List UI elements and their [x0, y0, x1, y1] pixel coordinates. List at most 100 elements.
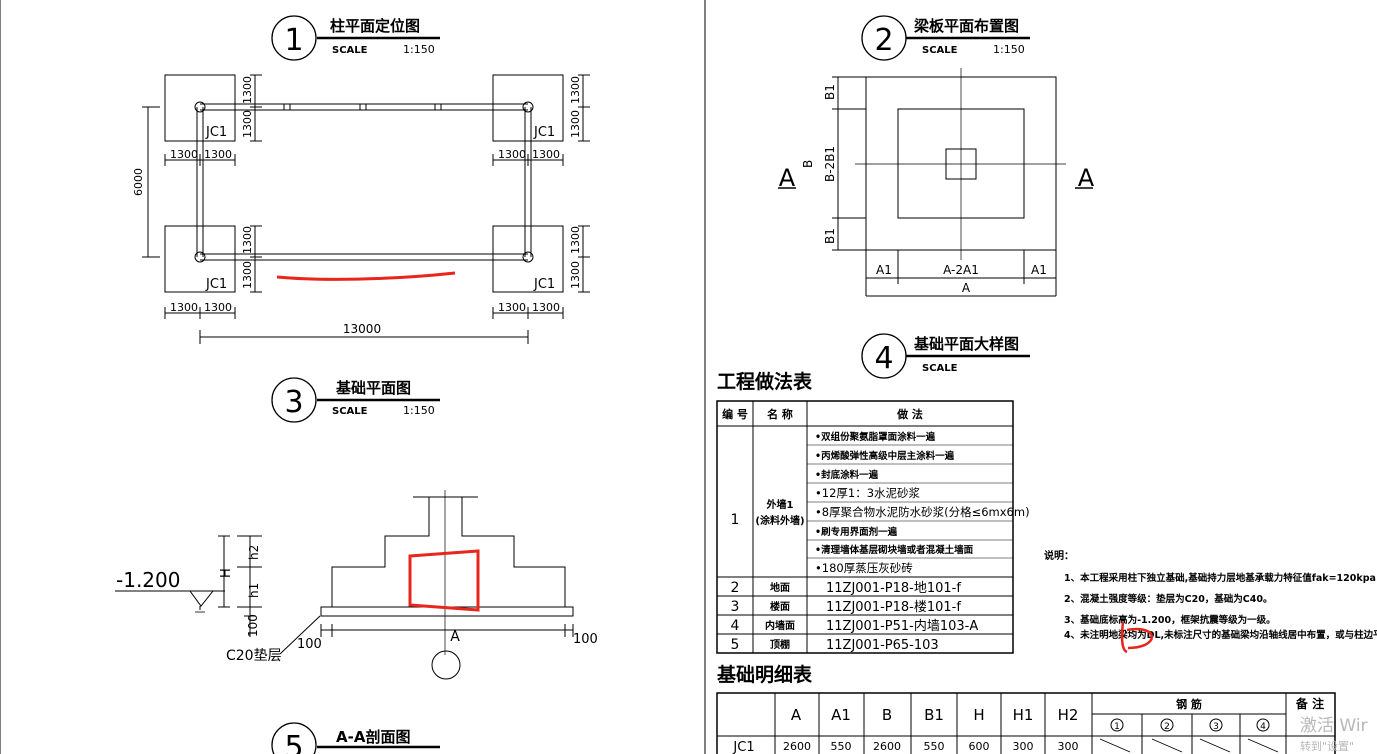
- foundation-table-title: 基础明细表: [716, 663, 813, 686]
- col-header: A1: [831, 706, 851, 724]
- row-spec: 11ZJ001-P18-地101-f: [826, 581, 961, 596]
- row-name: 内墙面: [765, 619, 795, 632]
- col-header: 编 号: [722, 407, 748, 421]
- section-mark: A: [779, 164, 796, 192]
- cell-value: 300: [1013, 740, 1034, 753]
- col-header: A: [791, 706, 802, 724]
- dim-label: H: [219, 568, 234, 578]
- scale-label: SCALE: [922, 363, 958, 374]
- cell-value: 550: [924, 740, 945, 753]
- dim-label: 1300: [241, 261, 254, 289]
- row-name: 地面: [770, 581, 790, 594]
- dim-label: 1300: [532, 148, 560, 161]
- foundation-section: [115, 490, 574, 680]
- dim-label-total: 13000: [343, 322, 381, 336]
- foundation-table-text: A A1 B B1 H H1 H2 钢 筋 备 注 1 2 3 4 JC1 26…: [732, 696, 1324, 754]
- notes: 说明： 1、本工程采用柱下独立基础,基础持力层地基承载力特征值fak=120kp…: [1044, 549, 1377, 641]
- title-section: 5 A-A剖面图: [271, 722, 440, 754]
- pad-label: C20垫层: [226, 648, 282, 664]
- cell-value: 600: [969, 740, 990, 753]
- footing-label: JC1: [205, 277, 227, 292]
- rebar-number: 3: [1213, 722, 1219, 732]
- rebar-circle: [1160, 718, 1174, 732]
- note-item: 1、本工程采用柱下独立基础,基础持力层地基承载力特征值fak=120kpa，: [1064, 572, 1377, 584]
- title-column-plan: 1 柱平面定位图 SCALE 1:150: [271, 15, 440, 61]
- row-name: 外墙1: [766, 498, 794, 511]
- dim-label: 1300: [569, 226, 582, 254]
- rebar-circle: [1256, 718, 1270, 732]
- dim-label: 100: [573, 632, 598, 647]
- row-number: 3: [731, 599, 740, 615]
- beam-plan-labels: A A B B1 B-2B1 B1 A1 A-2A1 A1 A: [779, 84, 1095, 295]
- footing-label: JC1: [533, 277, 555, 292]
- dim-label: 100: [297, 637, 322, 652]
- row-number: 1: [731, 512, 740, 528]
- works-item: •刷专用界面剂一遍: [815, 526, 898, 538]
- row-name: (涂料外墙): [755, 514, 804, 527]
- title-circle: [271, 15, 317, 61]
- title-number: 3: [284, 385, 303, 420]
- col-header: H1: [1013, 706, 1034, 724]
- column-plan-labels: JC1 JC1 JC1 JC1 1300 1300 1300 1300 1300…: [132, 76, 582, 336]
- row-number: 4: [731, 618, 740, 634]
- rebar-number: 1: [1114, 722, 1120, 732]
- dim-label: 1300: [569, 76, 582, 104]
- col-header: H: [973, 706, 984, 724]
- dim-label-height: 6000: [132, 168, 145, 196]
- dim-label: 1300: [204, 148, 232, 161]
- dim-label: h2: [247, 545, 261, 560]
- footing-label: JC1: [205, 125, 227, 140]
- row-spec: 11ZJ001-P51-内墙103-A: [826, 618, 978, 634]
- works-item: •双组份聚氨脂罩面涂料一遍: [815, 431, 936, 443]
- footing-label: JC1: [533, 125, 555, 140]
- title-name: 基础平面图: [335, 379, 411, 397]
- col-header: H2: [1058, 706, 1079, 724]
- dim-label: B: [801, 160, 815, 168]
- dim-label: 100: [246, 614, 260, 637]
- cell-value: 550: [831, 740, 852, 753]
- axis-label: A: [450, 629, 460, 645]
- works-table: [716, 400, 1014, 654]
- dim-label: A-2A1: [943, 263, 979, 277]
- activation-watermark-sub: 转到"设置": [1300, 739, 1354, 753]
- title-number: 1: [284, 23, 303, 58]
- title-foundation-plan: 3 基础平面图 SCALE 1:150: [271, 377, 440, 423]
- row-name: 楼面: [770, 600, 790, 613]
- col-header: B: [882, 706, 892, 724]
- dim-label: 1300: [204, 301, 232, 314]
- title-name: 梁板平面布置图: [913, 17, 1019, 35]
- red-markup-stroke: [276, 271, 456, 281]
- title-beam-plan: 2 梁板平面布置图 SCALE 1:150: [861, 15, 1030, 61]
- rebar-number: 4: [1260, 722, 1266, 732]
- dim-label: B1: [823, 84, 837, 100]
- rebar-number: 2: [1164, 722, 1170, 732]
- col-header: B1: [924, 706, 944, 724]
- dim-label: 1300: [569, 110, 582, 138]
- scale-value: 1:150: [403, 43, 435, 56]
- red-markup-box: [408, 549, 480, 612]
- dim-label: A: [962, 281, 971, 295]
- row-name: JC1: [732, 740, 754, 754]
- dim-label: 1300: [241, 76, 254, 104]
- dim-label: 1300: [170, 148, 198, 161]
- title-number: 2: [874, 23, 893, 58]
- note-item: 2、混凝土强度等级：垫层为C20，基础为C40。: [1064, 593, 1273, 605]
- title-name: 柱平面定位图: [330, 17, 420, 35]
- works-item: •封底涂料一遍: [815, 469, 879, 481]
- scale-value: 1:150: [993, 43, 1025, 56]
- dim-label: B1: [823, 228, 837, 244]
- title-name: 基础平面大样图: [913, 335, 1019, 353]
- works-item: •丙烯酸弹性高级中层主涂料一遍: [815, 450, 955, 462]
- note-item: 3、基础底标高为-1.200，框架抗震等级为一级。: [1064, 614, 1276, 626]
- works-item: •180厚蒸压灰砂砖: [815, 561, 913, 575]
- row-spec: 11ZJ001-P65-103: [826, 638, 939, 653]
- note-header: 备 注: [1295, 696, 1324, 711]
- title-number: 5: [284, 730, 303, 754]
- beam-plan: [778, 68, 1093, 297]
- dim-label: 1300: [532, 301, 560, 314]
- title-number: 4: [874, 341, 893, 376]
- red-markup-d: [1120, 621, 1154, 654]
- section-labels: -1.200 H h2 h1 100 100 100 A C20垫层: [116, 545, 598, 664]
- works-item: •清理墙体基层砌块墙或者混凝土墙面: [815, 544, 974, 556]
